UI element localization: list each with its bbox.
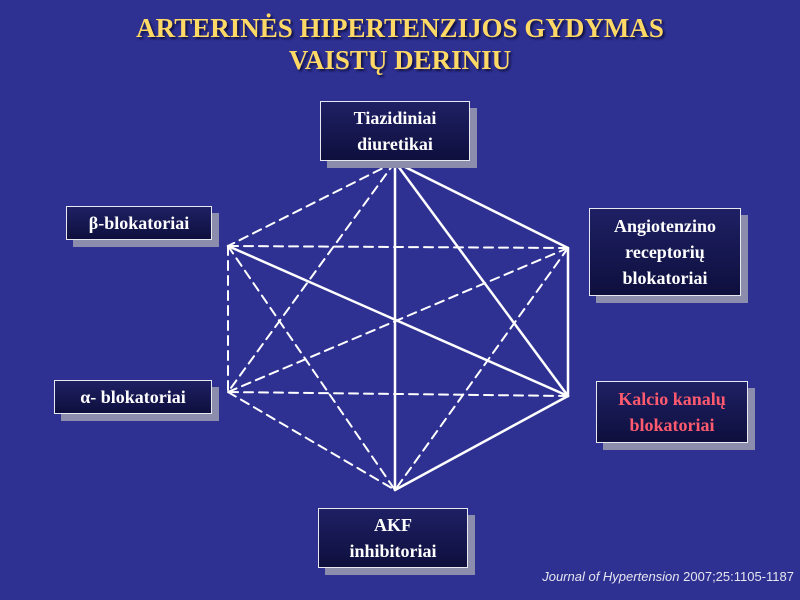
node-angiotenzino-label: receptorių — [625, 242, 705, 262]
citation-journal: Journal of Hypertension — [542, 569, 680, 584]
link-tiazidiniai-beta — [227, 161, 396, 247]
slide-title-line-1: ARTERINĖS HIPERTENZIJOS GYDYMAS — [136, 13, 664, 43]
citation: Journal of Hypertension 2007;25:1105-118… — [542, 569, 794, 584]
link-tiazidiniai-alfa — [227, 161, 396, 393]
link-alfa-akf — [227, 391, 396, 491]
link-kalcio-akf — [393, 394, 570, 492]
link-angiotenzino-akf — [394, 247, 569, 491]
node-beta-label: β-blokatoriai — [88, 213, 190, 233]
link-beta-akf — [227, 245, 396, 491]
node-angiotenzino-label: Angiotenzino — [613, 216, 716, 236]
node-kalcio-label: Kalcio kanalų — [618, 389, 726, 409]
node-kalcio: Kalcio kanalų blokatoriai — [596, 381, 748, 443]
node-akf-label: inhibitoriai — [349, 541, 437, 561]
node-tiazidiniai-label: Tiazidiniai — [353, 108, 437, 128]
node-kalcio-label: blokatoriai — [629, 415, 715, 435]
node-akf: AKF inhibitoriai — [318, 508, 468, 568]
node-beta: β-blokatoriai — [66, 206, 212, 240]
node-tiazidiniai-label: diuretikai — [357, 134, 433, 154]
node-akf-label: AKF — [374, 515, 412, 535]
link-tiazidiniai-kalcio — [393, 160, 570, 398]
node-alfa-label: α- blokatoriai — [80, 387, 186, 407]
slide-title-line-2: VAISTŲ DERINIU — [288, 45, 512, 75]
slide-title: ARTERINĖS HIPERTENZIJOS GYDYMAS VAISTŲ D… — [0, 12, 800, 76]
link-tiazidiniai-angiotenzino — [393, 160, 570, 250]
link-angiotenzino-beta — [227, 245, 569, 249]
node-tiazidiniai: Tiazidiniai diuretikai — [320, 101, 470, 161]
citation-reference: 2007;25:1105-1187 — [679, 569, 794, 584]
link-kalcio-alfa — [227, 391, 569, 397]
node-angiotenzino: Angiotenzino receptorių blokatoriai — [589, 208, 741, 296]
node-alfa: α- blokatoriai — [54, 380, 212, 414]
link-kalcio-beta — [226, 244, 570, 398]
node-angiotenzino-label: blokatoriai — [622, 268, 708, 288]
